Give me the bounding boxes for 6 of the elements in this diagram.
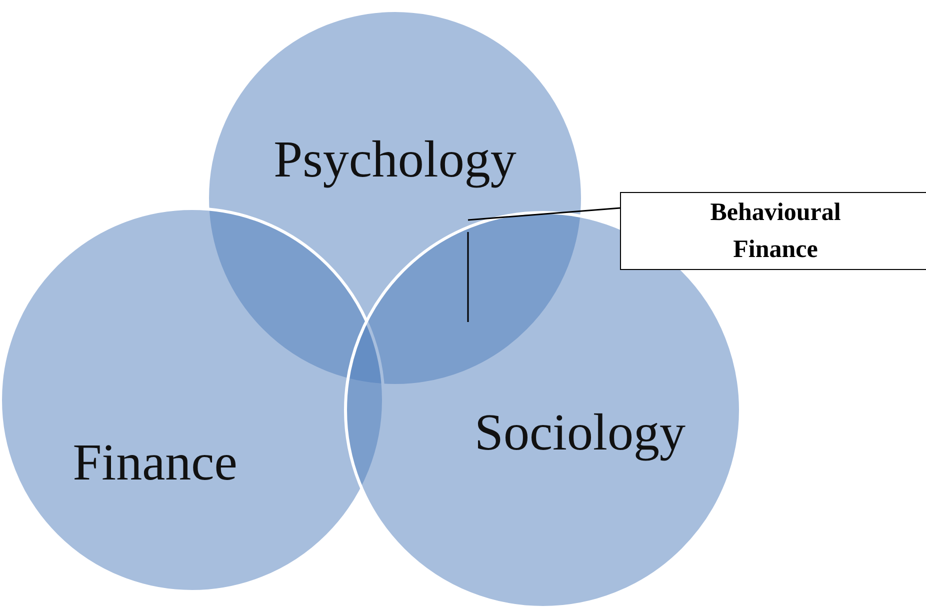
callout-text: Behavioural Finance: [709, 198, 842, 265]
leader-line: [467, 207, 621, 323]
circle-label: Psychology: [274, 130, 516, 190]
circle-label: Sociology: [474, 404, 686, 462]
circle-label: Finance: [72, 434, 238, 492]
callout-box: [620, 192, 926, 270]
